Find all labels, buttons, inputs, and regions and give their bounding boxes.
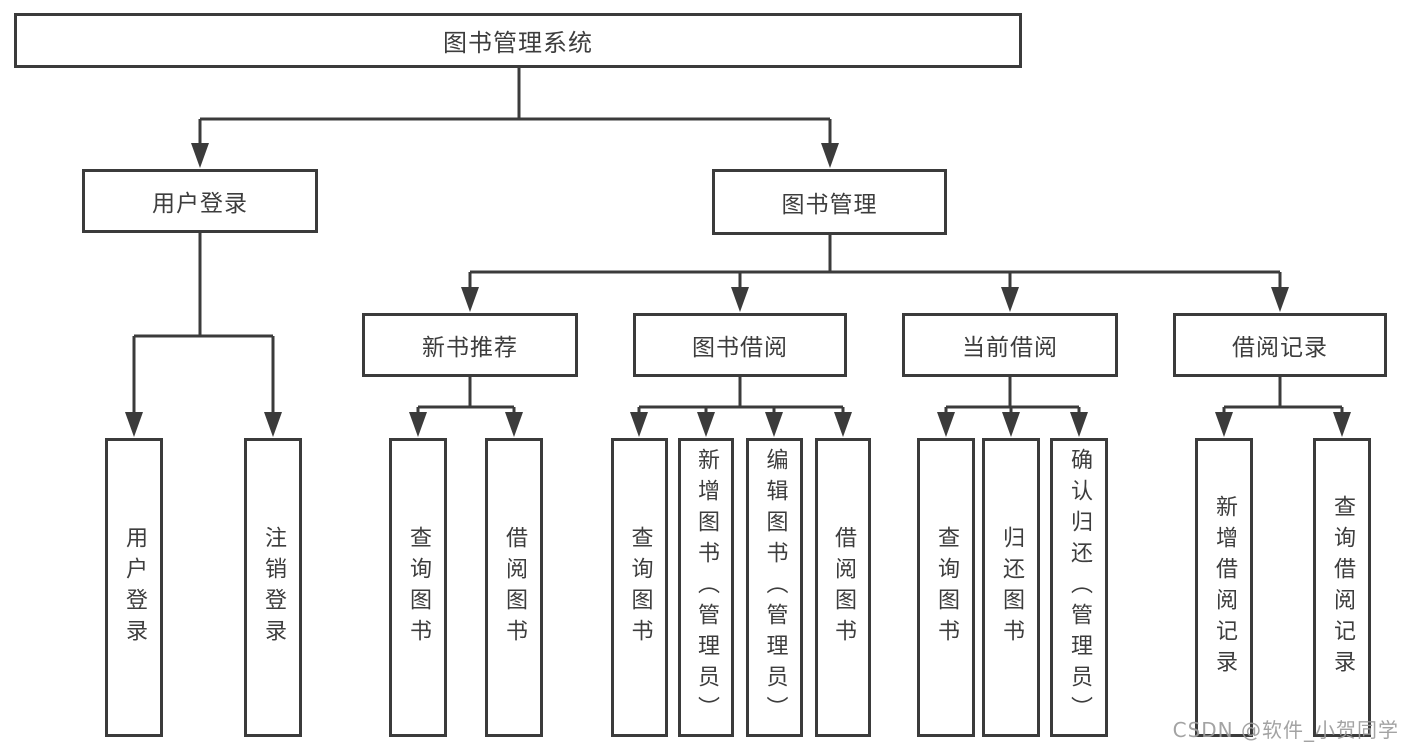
node-label: 查询图书: [406, 525, 431, 650]
node-label: 新书推荐: [422, 335, 518, 361]
node-leaf-edit-book-admin: 编辑图书（管理员）: [746, 438, 803, 737]
node-leaf-add-borrow-record: 新增借阅记录: [1195, 438, 1253, 737]
node-leaf-query-books-current: 查询图书: [917, 438, 975, 737]
node-label: 用户登录: [122, 525, 147, 650]
node-leaf-user-login: 用户登录: [105, 438, 163, 737]
node-leaf-query-books-recommend: 查询图书: [389, 438, 447, 737]
node-book-management: 图书管理: [712, 169, 947, 235]
node-label: 查询图书: [627, 525, 653, 650]
node-label: 当前借阅: [962, 335, 1058, 361]
node-label: 借阅图书: [502, 525, 527, 650]
node-leaf-logout: 注销登录: [244, 438, 302, 737]
node-label: 查询图书: [934, 525, 959, 650]
node-book-borrowing: 图书借阅: [633, 313, 847, 377]
node-borrowing-records: 借阅记录: [1173, 313, 1387, 377]
node-leaf-confirm-return-admin: 确认归还（管理员）: [1050, 438, 1108, 737]
node-label: 用户登录: [152, 191, 248, 217]
node-leaf-return-books: 归还图书: [982, 438, 1040, 737]
node-label: 编辑图书（管理员）: [762, 448, 788, 727]
node-label: 借阅记录: [1232, 335, 1328, 361]
arrowheads: [125, 143, 1351, 437]
node-label: 新增借阅记录: [1212, 494, 1237, 681]
node-label: 注销登录: [261, 525, 286, 650]
node-label: 确认归还（管理员）: [1067, 448, 1092, 727]
node-leaf-borrow-books-recommend: 借阅图书: [485, 438, 543, 737]
node-leaf-borrow-books-borrowing: 借阅图书: [815, 438, 871, 737]
node-leaf-query-books-borrowing: 查询图书: [611, 438, 668, 737]
csdn-watermark: CSDN @软件_小贺同学: [1172, 718, 1399, 742]
node-label: 查询借阅记录: [1330, 494, 1355, 681]
node-label: 图书管理系统: [443, 29, 593, 57]
node-new-book-recommend: 新书推荐: [362, 313, 578, 377]
node-label: 归还图书: [999, 525, 1024, 650]
node-leaf-add-book-admin: 新增图书（管理员）: [678, 438, 734, 737]
node-user-login: 用户登录: [82, 169, 318, 233]
node-label: 图书借阅: [692, 335, 788, 361]
node-current-borrowing: 当前借阅: [902, 313, 1118, 377]
node-label: 图书管理: [781, 192, 878, 218]
node-label: 新增图书（管理员）: [694, 448, 719, 727]
node-label: 借阅图书: [831, 525, 856, 650]
node-leaf-query-borrow-record: 查询借阅记录: [1313, 438, 1371, 737]
node-root-library-system: 图书管理系统: [14, 13, 1022, 68]
